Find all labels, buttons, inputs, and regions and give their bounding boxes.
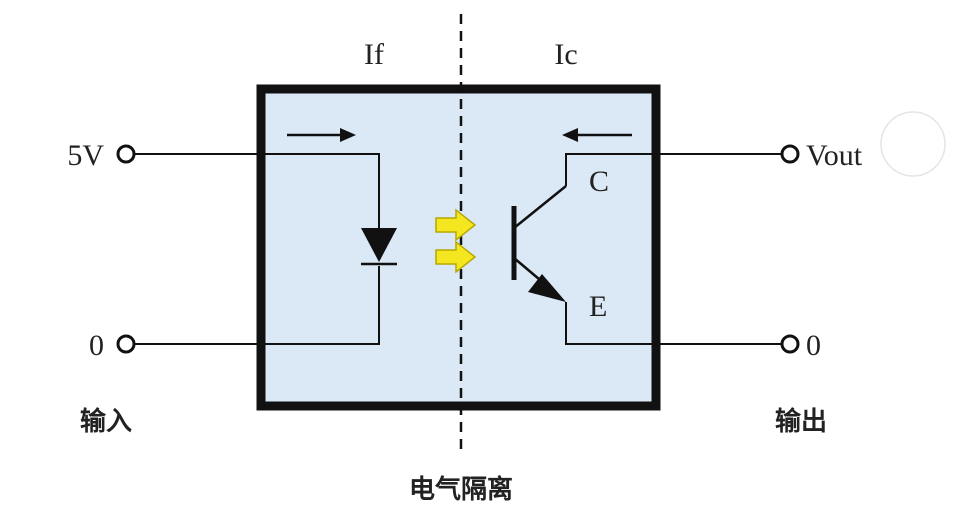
transistor-emitter-arrow — [528, 274, 566, 302]
output-vout-label: Vout — [806, 139, 863, 172]
collector-label: C — [589, 165, 609, 198]
ic-direction-arrow-head — [562, 128, 578, 142]
input-bottom-wire — [134, 266, 380, 345]
output-side-caption: 输出 — [775, 406, 827, 437]
input-top-wire — [134, 153, 380, 236]
light-arrow-icon — [435, 240, 477, 274]
emitter-label: E — [589, 290, 607, 323]
isolation-caption: 电气隔离 — [409, 474, 513, 505]
input-5v-terminal — [116, 144, 136, 164]
light-emission-icon — [435, 208, 477, 274]
transistor-collector-leg — [513, 185, 567, 229]
output-0-terminal — [780, 334, 800, 354]
input-0-label: 0 — [89, 329, 104, 362]
collector-wire — [565, 153, 782, 186]
output-vout-terminal — [780, 144, 800, 164]
output-0-label: 0 — [806, 329, 821, 362]
input-side-caption: 输入 — [80, 406, 132, 437]
input-5v-label: 5V — [67, 139, 104, 172]
if-current-label: If — [364, 38, 384, 71]
if-direction-arrow-head — [340, 128, 356, 142]
ic-current-label: Ic — [554, 38, 577, 71]
led-diode-triangle — [361, 228, 397, 262]
input-0-terminal — [116, 334, 136, 354]
emitter-wire — [565, 302, 782, 345]
light-arrow-icon — [435, 208, 477, 242]
decorative-circle — [880, 111, 946, 177]
